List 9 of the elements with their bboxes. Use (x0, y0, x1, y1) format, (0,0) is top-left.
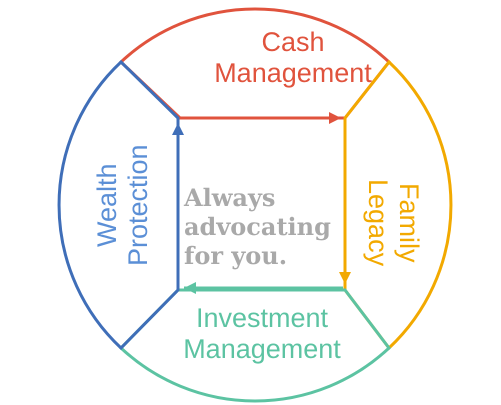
segment-label: Investment Management (182, 303, 342, 365)
arc-segment (121, 290, 389, 401)
segment-label: Cash Management (213, 27, 373, 89)
segment-label: Wealth Protection (92, 143, 154, 268)
segment-label: Family Legacy (362, 178, 424, 269)
slogan-text: Always advocating for you. (184, 183, 332, 270)
arrow (184, 282, 343, 294)
arc-segment (59, 62, 180, 348)
arc-segment (121, 9, 389, 118)
